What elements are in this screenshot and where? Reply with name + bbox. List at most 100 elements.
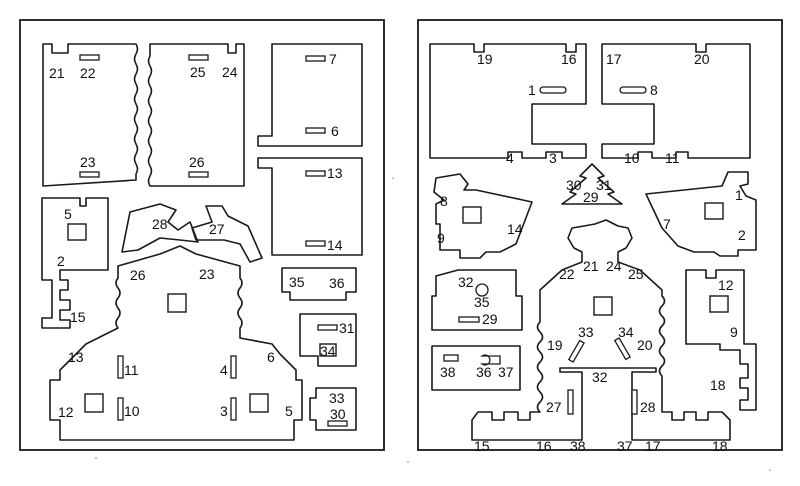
slot-10 xyxy=(117,397,124,421)
label-5: 5 xyxy=(64,206,72,222)
label-4: 4 xyxy=(220,362,228,378)
label-4: 4 xyxy=(506,150,514,166)
label-21: 21 xyxy=(583,258,599,274)
label-23b: 23 xyxy=(199,266,215,282)
hole-35 xyxy=(475,283,489,297)
slot-29 xyxy=(458,316,480,323)
label-20: 20 xyxy=(694,51,710,67)
piece-base-36-37-38 xyxy=(431,345,521,391)
label-1: 1 xyxy=(528,82,536,98)
label-35: 35 xyxy=(289,274,305,290)
label-6b: 6 xyxy=(267,349,275,365)
label-8b: 8 xyxy=(440,193,448,209)
label-16b: 16 xyxy=(536,438,552,454)
speck-2 xyxy=(95,457,97,459)
label-32b: 32 xyxy=(592,369,608,385)
piece-side-2-5-15 xyxy=(41,197,109,329)
label-24: 24 xyxy=(606,258,622,274)
label-27: 27 xyxy=(209,221,225,237)
window-house-front-right-center xyxy=(593,296,613,316)
label-1b: 1 xyxy=(735,187,743,203)
piece-wall-21-22-23 xyxy=(42,43,139,187)
window-house-front-right xyxy=(249,393,269,413)
right-sheet xyxy=(417,19,783,451)
label-15: 15 xyxy=(474,438,490,454)
label-18: 18 xyxy=(710,377,726,393)
piece-arch-27 xyxy=(191,205,263,263)
label-31: 31 xyxy=(339,320,355,336)
label-38b: 38 xyxy=(570,438,586,454)
label-22: 22 xyxy=(80,65,96,81)
piece-side-9-12-18 xyxy=(685,269,757,411)
speck-4 xyxy=(769,469,771,471)
label-12: 12 xyxy=(718,277,734,293)
label-9: 9 xyxy=(437,230,445,246)
piece-base-35-36 xyxy=(281,267,357,301)
label-2: 2 xyxy=(738,227,746,243)
label-17b: 17 xyxy=(645,438,661,454)
label-10: 10 xyxy=(624,150,640,166)
piece-wall-8-10-11-17-20 xyxy=(601,43,751,159)
slot-28 xyxy=(631,389,638,415)
slot-33 xyxy=(567,339,585,363)
label-37: 37 xyxy=(498,364,514,380)
label-13b: 13 xyxy=(68,349,84,365)
label-19b: 19 xyxy=(547,337,563,353)
label-34: 34 xyxy=(618,324,634,340)
slot-13 xyxy=(305,170,326,177)
label-26: 26 xyxy=(189,154,205,170)
piece-roof-6-7 xyxy=(257,43,363,147)
window-8-9-14 xyxy=(462,206,482,224)
label-26b: 26 xyxy=(130,267,146,283)
label-16: 16 xyxy=(561,51,577,67)
label-24: 24 xyxy=(222,64,238,80)
piece-wall-1-3-4-16-19 xyxy=(429,43,587,159)
slot-8 xyxy=(619,86,647,94)
piece-chimney-30-33 xyxy=(309,387,357,431)
window-12 xyxy=(709,295,729,313)
speck-3 xyxy=(407,461,409,463)
piece-chimney-31-34 xyxy=(299,313,357,367)
window-1-2-7 xyxy=(704,202,724,220)
label-8: 8 xyxy=(650,82,658,98)
slot-22 xyxy=(79,54,100,61)
label-17: 17 xyxy=(606,51,622,67)
slot-38 xyxy=(443,354,459,362)
piece-base-29-32-35 xyxy=(431,269,523,331)
keyhole-36 xyxy=(480,354,501,366)
piece-roof-13-14 xyxy=(257,157,363,256)
slot-6 xyxy=(305,127,326,134)
label-5b: 5 xyxy=(285,403,293,419)
slot-1 xyxy=(539,86,567,94)
label-33: 33 xyxy=(329,390,345,406)
label-14: 14 xyxy=(507,221,523,237)
label-10: 10 xyxy=(124,403,140,419)
label-11: 11 xyxy=(124,362,139,378)
label-28: 28 xyxy=(640,399,656,415)
label-3: 3 xyxy=(220,403,228,419)
window-house-front-left xyxy=(84,393,104,413)
slot-34 xyxy=(613,337,631,361)
piece-side-8-9-14 xyxy=(433,173,533,259)
label-25: 25 xyxy=(628,266,644,282)
label-38: 38 xyxy=(440,364,456,380)
slot-30 xyxy=(327,420,348,427)
label-19: 19 xyxy=(477,51,493,67)
label-30: 30 xyxy=(330,406,346,422)
slot-31 xyxy=(317,324,338,331)
piece-tree-29-30-31 xyxy=(561,163,623,205)
label-6: 6 xyxy=(331,123,339,139)
slot-4 xyxy=(230,355,237,379)
slot-3 xyxy=(230,397,237,421)
label-29b: 29 xyxy=(482,311,498,327)
piece-side-1-2-7 xyxy=(645,171,757,257)
label-28: 28 xyxy=(152,216,168,232)
window-house-front-center xyxy=(167,293,187,313)
label-13: 13 xyxy=(327,165,343,181)
label-7: 7 xyxy=(663,216,671,232)
slot-27 xyxy=(567,389,574,415)
slot-11 xyxy=(117,355,124,379)
label-27: 27 xyxy=(546,399,562,415)
slot-23 xyxy=(79,171,100,178)
